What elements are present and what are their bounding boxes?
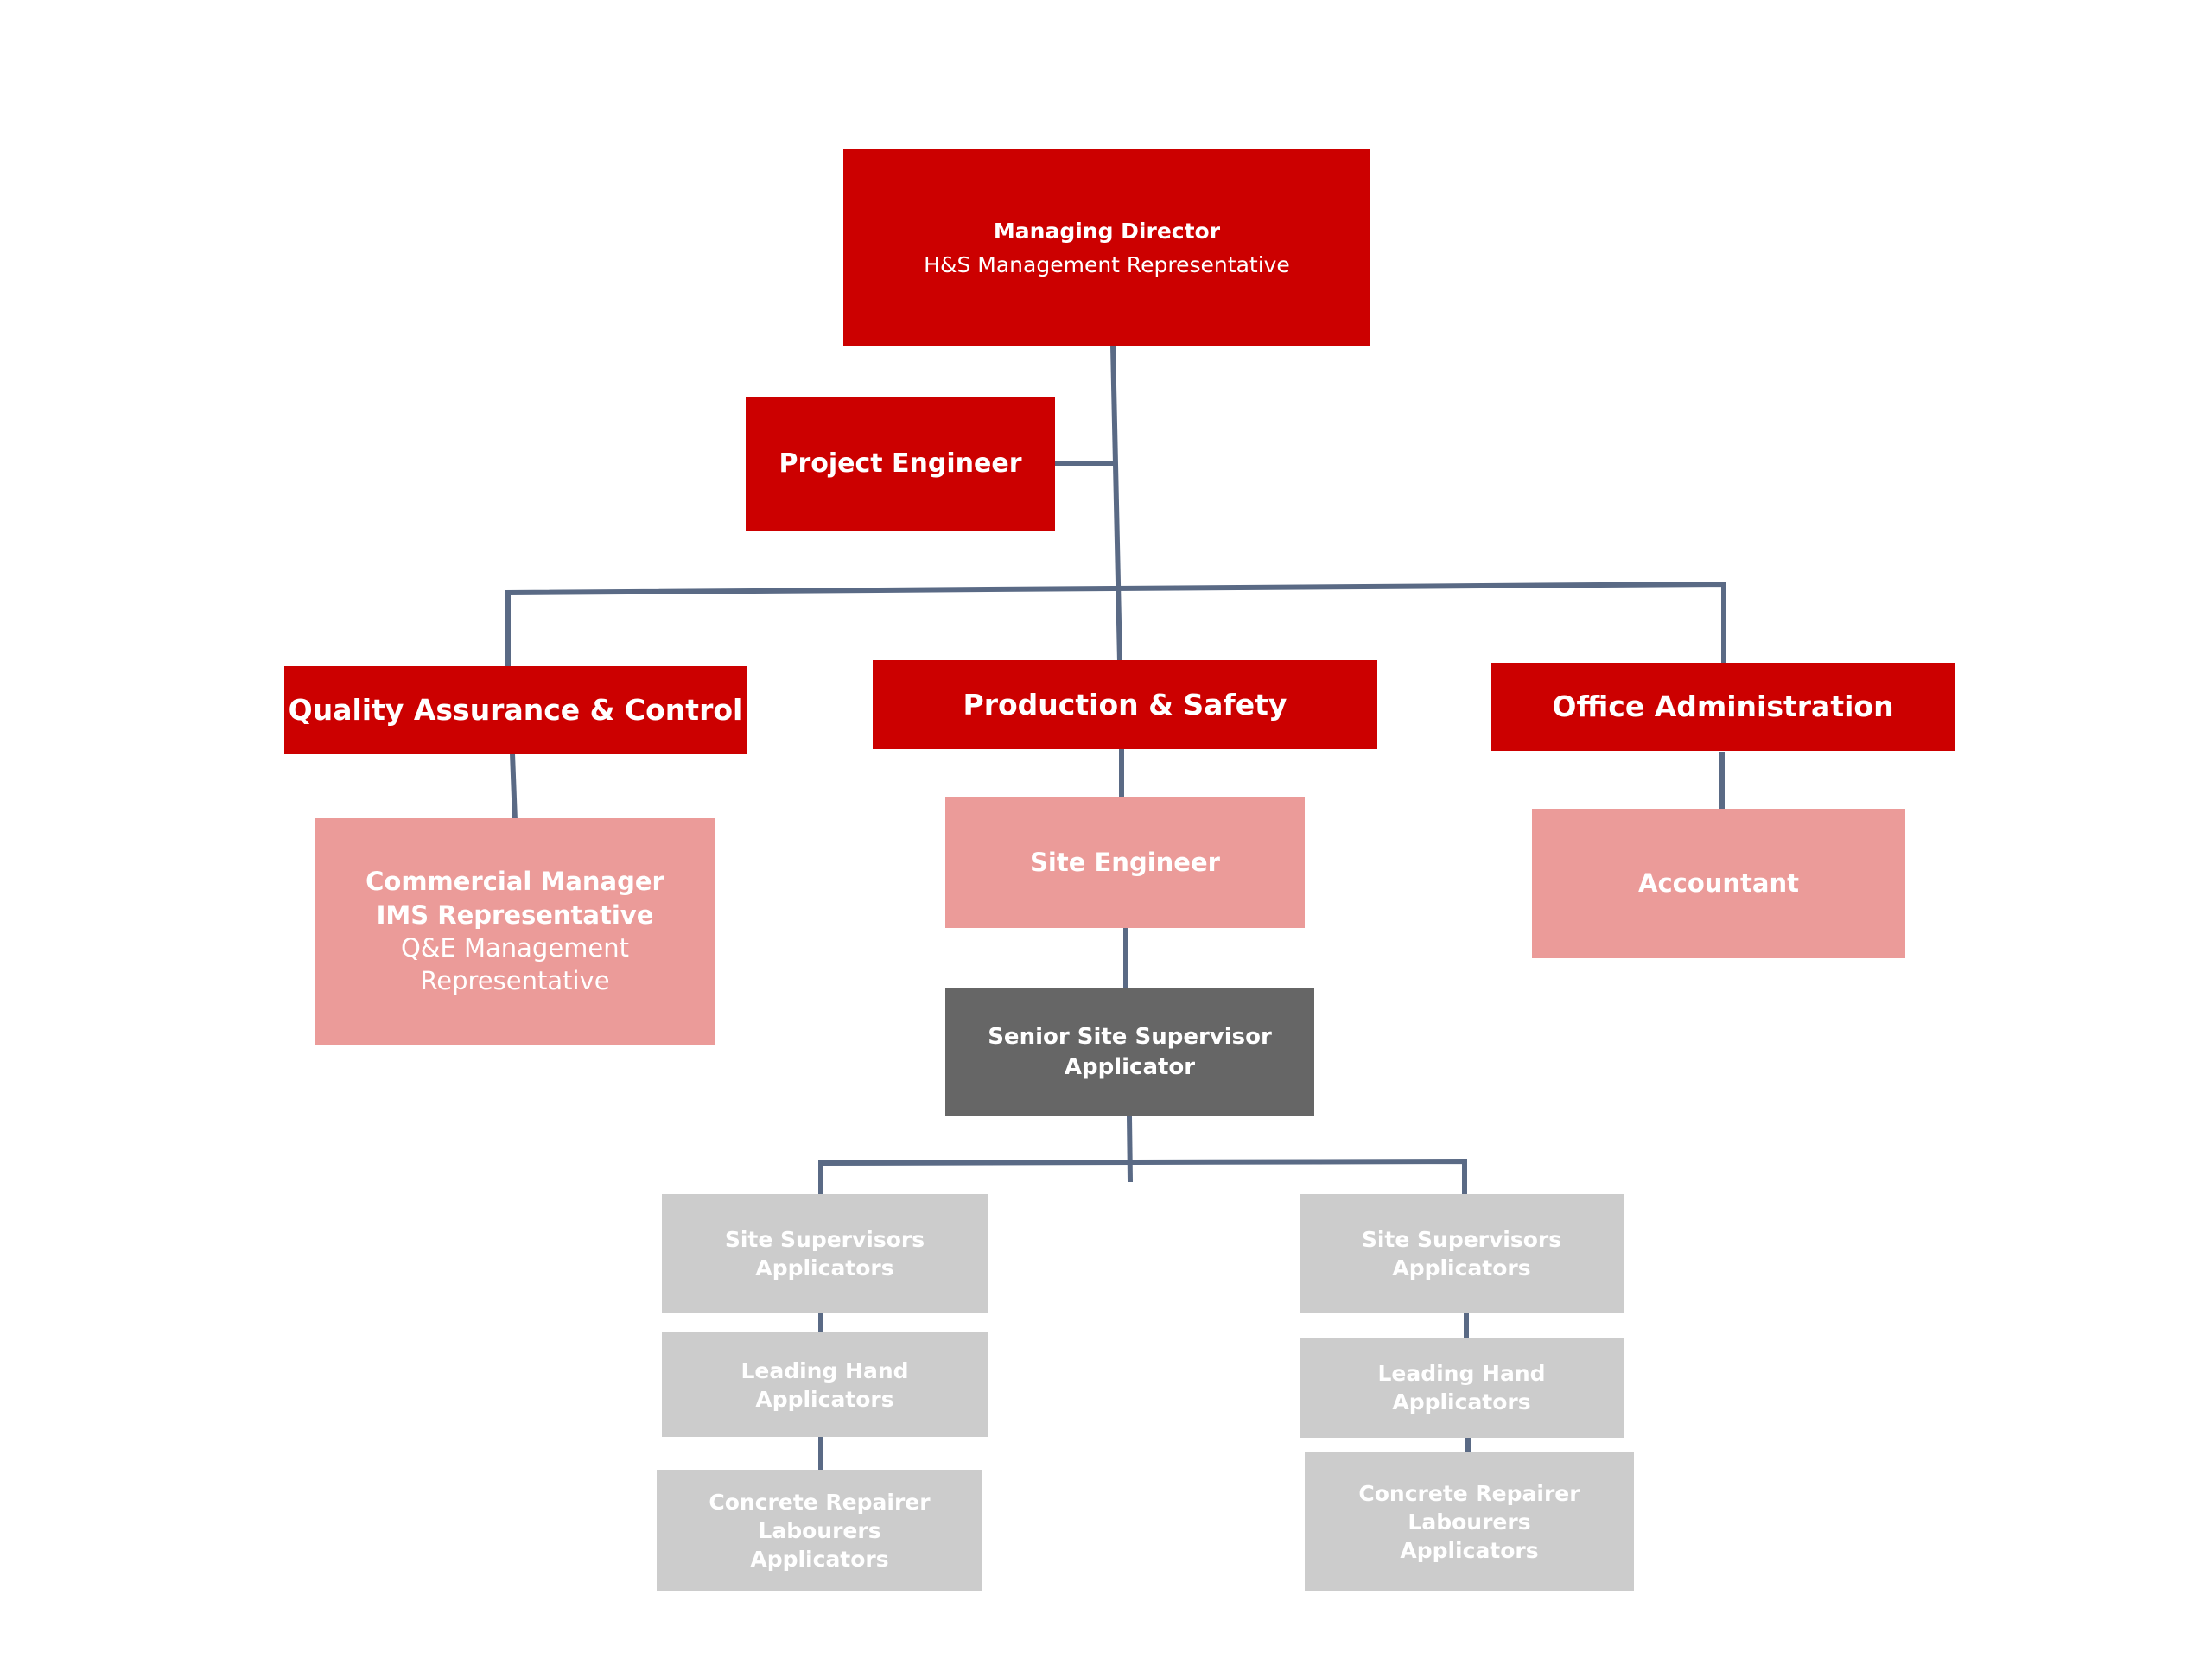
connector-quality-to-commercial (510, 753, 518, 822)
left-concrete-repairer-line1: Concrete Repairer (709, 1489, 931, 1515)
quality-assurance-title: Quality Assurance & Control (288, 693, 743, 728)
accountant-title: Accountant (1638, 868, 1799, 899)
right-concrete-repairer-box: Concrete Repairer Labourers Applicators (1305, 1452, 1634, 1591)
left-site-supervisors-line1: Site Supervisors (724, 1226, 925, 1252)
managing-director-box: Managing Director H&S Management Represe… (843, 149, 1370, 346)
managing-director-subtitle: H&S Management Representative (924, 251, 1290, 277)
right-concrete-repairer-line3: Applicators (1400, 1537, 1539, 1563)
project-engineer-box: Project Engineer (746, 397, 1055, 531)
site-engineer-box: Site Engineer (945, 797, 1305, 928)
right-concrete-repairer-line1: Concrete Repairer (1358, 1480, 1580, 1506)
connector-md-to-branch (1110, 345, 1122, 663)
office-administration-title: Office Administration (1552, 690, 1894, 724)
left-concrete-repairer-line3: Applicators (750, 1546, 889, 1572)
commercial-manager-line4: Representative (420, 966, 610, 996)
right-leading-hand-box: Leading Hand Applicators (1300, 1338, 1624, 1438)
left-concrete-repairer-line2: Labourers (758, 1517, 881, 1543)
right-site-supervisors-line1: Site Supervisors (1361, 1227, 1562, 1252)
right-leading-hand-line1: Leading Hand (1377, 1361, 1546, 1386)
left-concrete-repairer-box: Concrete Repairer Labourers Applicators (657, 1470, 982, 1591)
connector-supervisor-bar (818, 1158, 1467, 1196)
connector-group (505, 345, 1726, 1471)
right-concrete-repairer-line2: Labourers (1408, 1509, 1531, 1535)
right-leading-hand-line2: Applicators (1392, 1389, 1531, 1414)
right-site-supervisors-box: Site Supervisors Applicators (1300, 1194, 1624, 1313)
left-leading-hand-line1: Leading Hand (741, 1357, 909, 1383)
right-site-supervisors-line2: Applicators (1392, 1255, 1531, 1281)
office-administration-box: Office Administration (1491, 663, 1955, 751)
production-safety-box: Production & Safety (873, 660, 1377, 749)
left-site-supervisors-line2: Applicators (755, 1255, 894, 1281)
left-leading-hand-box: Leading Hand Applicators (662, 1332, 988, 1437)
senior-site-supervisor-line2: Applicator (1064, 1053, 1196, 1080)
commercial-manager-line1: Commercial Manager (365, 867, 664, 897)
accountant-box: Accountant (1532, 809, 1905, 958)
connector-department-bar (505, 581, 1726, 669)
site-engineer-title: Site Engineer (1030, 847, 1220, 877)
commercial-manager-line2: IMS Representative (376, 899, 654, 930)
commercial-manager-box: Commercial Manager IMS Representative Q&… (315, 818, 715, 1045)
project-engineer-title: Project Engineer (779, 448, 1022, 479)
left-leading-hand-line2: Applicators (755, 1386, 894, 1412)
left-site-supervisors-box: Site Supervisors Applicators (662, 1194, 988, 1313)
managing-director-title: Managing Director (993, 218, 1221, 244)
connector-senior-down (1127, 1116, 1133, 1183)
production-safety-title: Production & Safety (963, 687, 1287, 721)
senior-site-supervisor-line1: Senior Site Supervisor (988, 1024, 1272, 1051)
quality-assurance-box: Quality Assurance & Control (284, 666, 747, 754)
senior-site-supervisor-box: Senior Site Supervisor Applicator (945, 988, 1314, 1116)
commercial-manager-line3: Q&E Management (400, 933, 630, 963)
